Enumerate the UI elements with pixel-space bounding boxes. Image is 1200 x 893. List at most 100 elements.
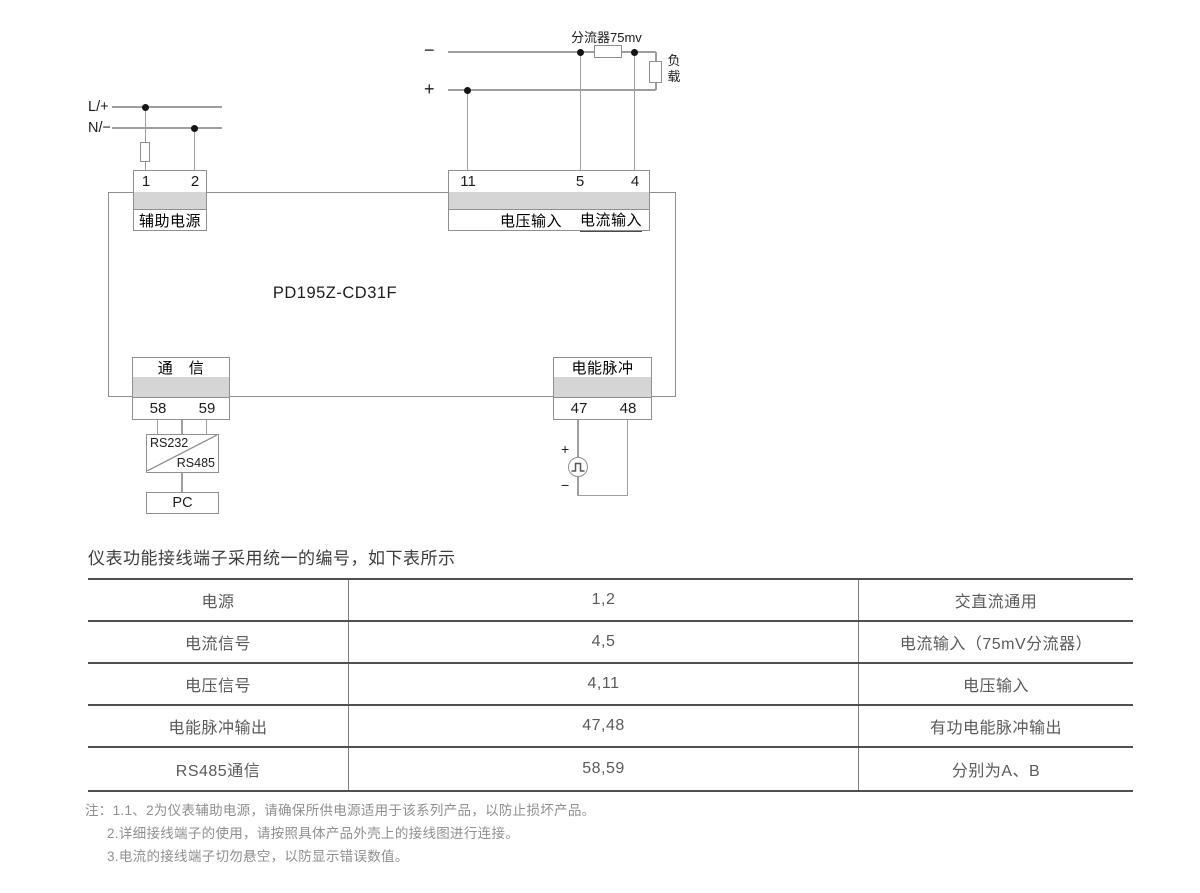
junction-dot [463, 86, 471, 94]
cell-description: 交直流通用 [858, 580, 1133, 620]
aux-terminal-band [133, 192, 207, 210]
wire [144, 107, 146, 170]
wire [633, 52, 635, 170]
note-prefix: 注： [85, 803, 113, 818]
voltage-input-label: 电压输入 [499, 212, 562, 230]
input-label-box: 电压输入 电流输入 [448, 209, 650, 232]
shunt-label: 分流器75mv [571, 30, 642, 45]
pulse-minus-sign: − [561, 477, 570, 493]
cell-terminals: 58,59 [348, 748, 858, 790]
cell-description: 分别为A、B [858, 748, 1133, 790]
cell-function: 电能脉冲输出 [168, 720, 268, 737]
pulse-terminal-band [553, 377, 652, 397]
notes-block: 注：1.1、2为仪表辅助电源，请确保所供电源适用于该系列产品，以防止损坏产品。 … [85, 799, 595, 868]
wire [205, 420, 207, 434]
note-line: 2.详细接线端子的使用，请按照具体产品外壳上的接线图进行连接。 [85, 822, 595, 845]
note-line: 3.电流的接线端子切勿悬空，以防显示错误数值。 [85, 845, 595, 868]
pc-label: PC [172, 495, 193, 511]
line-neutral-label: N/− [88, 120, 111, 136]
cell-description: 有功电能脉冲输出 [858, 706, 1133, 746]
terminal-table: 电源 1,2 交直流通用 电流信号 4,5 电流输入（75mV分流器） 电压信号… [88, 578, 1133, 792]
wire [112, 106, 222, 108]
junction-dot [142, 103, 149, 111]
terminal-number-48: 48 [619, 400, 637, 417]
rs232-rs485-converter: RS232 RS485 [146, 434, 219, 473]
wire [448, 89, 656, 91]
junction-dot [191, 124, 198, 132]
device-body [108, 192, 676, 397]
table-row: 电能脉冲输出 47,48 有功电能脉冲输出 [88, 706, 1133, 748]
terminal-number-11: 11 [460, 173, 476, 190]
wire [577, 494, 628, 496]
minus-sign: − [424, 40, 435, 60]
cell-function: RS485通信 [175, 763, 261, 780]
wire [181, 473, 183, 492]
cell-terminals: 47,48 [348, 706, 858, 746]
wire [112, 127, 222, 129]
pulse-plus-sign: + [561, 441, 570, 457]
terminal-number-58: 58 [149, 400, 167, 417]
terminal-number-59: 59 [198, 400, 216, 417]
table-row: 电源 1,2 交直流通用 [88, 580, 1133, 622]
comm-label-box: 通 信 [132, 357, 230, 378]
plus-sign: + [424, 79, 435, 99]
fuse-symbol [139, 142, 150, 162]
load-label: 负载 [667, 53, 681, 84]
rs485-label: RS485 [176, 456, 215, 470]
cell-terminals: 1,2 [348, 580, 858, 620]
terminal-number-1: 1 [141, 173, 151, 190]
note-text: 1.1、2为仪表辅助电源，请确保所供电源适用于该系列产品，以防止损坏产品。 [112, 803, 596, 818]
pulse-waveform-icon [571, 462, 585, 472]
terminal-number-4: 4 [630, 173, 640, 190]
wire [466, 90, 468, 170]
note-line: 注：1.1、2为仪表辅助电源，请确保所供电源适用于该系列产品，以防止损坏产品。 [85, 799, 595, 822]
table-intro-text: 仪表功能接线端子采用统一的编号，如下表所示 [88, 549, 456, 568]
wire [626, 420, 628, 496]
table-row: RS485通信 58,59 分别为A、B [88, 748, 1133, 790]
aux-power-label: 辅助电源 [138, 212, 201, 230]
pc-box: PC [146, 492, 219, 514]
terminal-number-5: 5 [575, 173, 585, 190]
junction-dot [576, 48, 584, 56]
cell-function: 电流信号 [184, 636, 251, 653]
cell-function: 电源 [201, 594, 235, 611]
wiring-diagram: PD195Z-CD31F L/+ N/− 1 2 辅助电源 − + [88, 30, 681, 514]
comm-terminal-band [132, 377, 230, 397]
device-model-label: PD195Z-CD31F [272, 284, 398, 302]
junction-dot [630, 48, 638, 56]
input-terminal-box: 11 5 4 [448, 170, 650, 193]
cell-description: 电压输入 [858, 664, 1133, 704]
pulse-terminal-box: 47 48 [553, 397, 652, 420]
converter-diagonal [147, 435, 217, 471]
load-resistor [649, 61, 662, 83]
pulse-label-box: 电能脉冲 [553, 357, 652, 378]
note-text: 2.详细接线端子的使用，请按照具体产品外壳上的接线图进行连接。 [107, 826, 520, 841]
wire [181, 420, 183, 434]
aux-power-label-box: 辅助电源 [133, 209, 207, 231]
wire [577, 477, 579, 496]
comm-label: 通 信 [157, 360, 205, 377]
terminal-number-47: 47 [570, 400, 588, 417]
cell-description: 电流输入（75mV分流器） [858, 622, 1133, 662]
pulse-label: 电能脉冲 [571, 360, 634, 377]
table-row: 电压信号 4,11 电压输入 [88, 664, 1133, 706]
cell-function: 电压信号 [184, 678, 251, 695]
current-input-label: 电流输入 [579, 209, 642, 232]
wire [577, 420, 579, 457]
wire [448, 51, 656, 53]
wire [579, 52, 581, 170]
comm-terminal-box: 58 59 [132, 397, 230, 420]
line-live-label: L/+ [88, 99, 109, 115]
cell-terminals: 4,11 [348, 664, 858, 704]
note-text: 3.电流的接线端子切勿悬空，以防显示错误数值。 [107, 849, 409, 864]
rs232-label: RS232 [150, 436, 189, 450]
wire [156, 420, 158, 434]
cell-terminals: 4,5 [348, 622, 858, 662]
aux-terminal-box: 1 2 [133, 170, 207, 193]
shunt-resistor [594, 45, 622, 58]
input-terminal-band [448, 192, 650, 210]
pulse-source-symbol [568, 457, 588, 477]
terminal-number-2: 2 [190, 173, 200, 190]
wire [193, 128, 195, 170]
